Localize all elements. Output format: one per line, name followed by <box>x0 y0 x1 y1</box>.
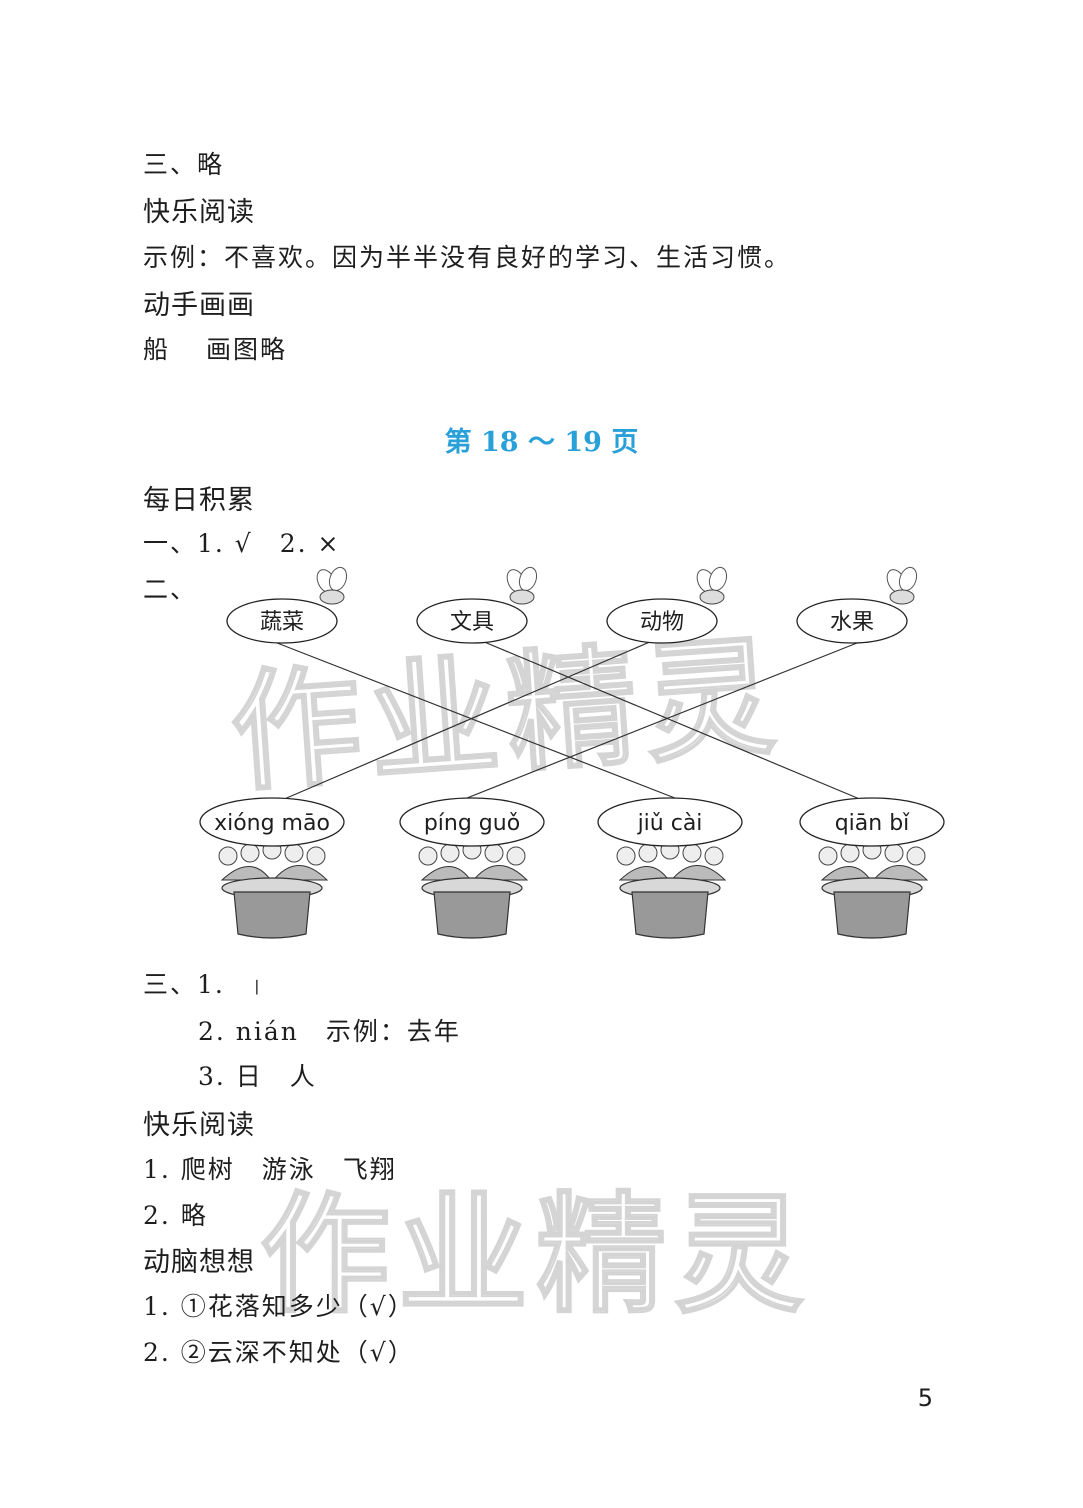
pinyin-label: píng guǒ <box>424 811 520 836</box>
page-number: 5 <box>917 1384 933 1412</box>
flower-icon <box>638 843 658 863</box>
pinyin-label: jiǔ cài <box>637 811 703 836</box>
think-answer-2: 2. ②云深不知处（√） <box>143 1338 415 1367</box>
flower-icon <box>440 843 460 863</box>
answer-3-part-3: 3. 日 人 <box>198 1062 317 1091</box>
match-line <box>271 640 681 801</box>
answer-1-line: 一、1. √ 2. × <box>143 529 341 558</box>
pinyin-oval <box>597 797 743 847</box>
flower-pot-icon <box>433 891 511 939</box>
flower-icon <box>616 846 636 866</box>
pinyin-label: qiān bǐ <box>835 811 910 836</box>
section-heading-happy-reading: 快乐阅读 <box>143 197 255 228</box>
drawing-answer-note: 画图略 <box>206 335 288 364</box>
flower-icon <box>682 843 702 863</box>
reading-answer-1: 1. 爬树 游泳 飞翔 <box>143 1155 397 1184</box>
match-line <box>481 640 863 801</box>
category-oval <box>796 598 908 644</box>
flower-icon <box>284 843 304 863</box>
category-label: 水果 <box>830 610 874 635</box>
answer-3-line: 三、略 <box>143 150 225 179</box>
flower-icon <box>906 846 926 866</box>
drawing-answer-word: 船 <box>143 335 171 364</box>
think-answer-1: 1. ①花落知多少（√） <box>143 1292 415 1321</box>
category-oval <box>226 598 338 644</box>
flower-icon <box>218 846 238 866</box>
page-range-title: 第 18 ～ 19 页 <box>444 427 639 458</box>
flower-icon <box>306 846 326 866</box>
pinyin-oval <box>799 797 945 847</box>
reading-answer-2: 2. 略 <box>143 1201 208 1230</box>
stroke-mark: 丨 <box>248 978 267 997</box>
answer-3-part-1-label: 三、1. <box>143 970 225 999</box>
flower-pot-icon <box>631 891 709 939</box>
section-heading-reading-2: 快乐阅读 <box>143 1110 255 1141</box>
answer-3-part-1: 三、1. 丨 <box>143 965 267 1001</box>
category-label: 文具 <box>450 610 494 635</box>
bee-icon <box>889 589 915 605</box>
flower-pot-icon <box>233 891 311 939</box>
section-heading-drawing: 动手画画 <box>143 290 255 321</box>
flower-icon <box>704 846 724 866</box>
bee-icon <box>699 589 725 605</box>
answer-3-part-2: 2. nián 示例：去年 <box>198 1017 461 1046</box>
flower-pot-icon <box>833 891 911 939</box>
category-label: 蔬菜 <box>260 610 304 635</box>
match-line <box>281 640 653 801</box>
category-oval <box>606 598 718 644</box>
pinyin-oval <box>399 797 545 847</box>
flower-icon <box>884 843 904 863</box>
section-heading-daily: 每日积累 <box>143 485 255 516</box>
category-oval <box>416 598 528 644</box>
flower-icon <box>840 843 860 863</box>
pinyin-label: xióng māo <box>214 811 330 836</box>
answer-2-label: 二、 <box>143 575 198 604</box>
flower-icon <box>506 846 526 866</box>
flower-icon <box>418 846 438 866</box>
flower-icon <box>240 843 260 863</box>
category-label: 动物 <box>640 610 684 635</box>
pinyin-oval <box>199 797 345 847</box>
match-line <box>461 640 863 801</box>
flower-icon <box>484 843 504 863</box>
matching-diagram: 蔬菜 文具 动物 水果 xióng māo píng guǒ jiǔ cài qiān bǐ <box>199 566 945 939</box>
watermark: 作业精灵 <box>259 1178 813 1332</box>
flower-icon <box>818 846 838 866</box>
bee-icon <box>509 589 535 605</box>
example-answer: 示例：不喜欢。因为半半没有良好的学习、生活习惯。 <box>143 243 792 272</box>
drawing-answer: 船 画图略 <box>143 330 287 366</box>
bee-icon <box>319 589 345 605</box>
section-heading-think: 动脑想想 <box>143 1247 255 1278</box>
